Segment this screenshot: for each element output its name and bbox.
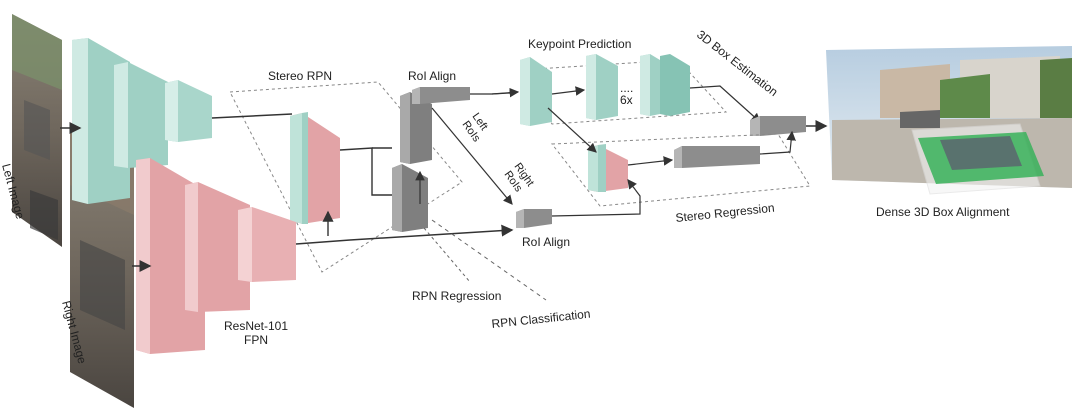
keypoint-label: Keypoint Prediction: [528, 37, 631, 51]
rpn-regression-block: [400, 92, 432, 164]
dense-alignment-label: Dense 3D Box Alignment: [876, 205, 1010, 219]
right-backbone: [136, 158, 296, 354]
roi-align-top-block: [412, 87, 470, 104]
backbone-label-line1: ResNet-101: [224, 319, 288, 333]
left-backbone: [72, 38, 212, 204]
roi-align-top-label: RoI Align: [408, 69, 456, 83]
stereo-regression-region: [551, 133, 811, 207]
keypoint-block-2: [586, 54, 618, 120]
dense-alignment-image: [826, 46, 1072, 195]
keypoint-block-1: [520, 57, 552, 126]
ellipsis-label: ....: [620, 81, 633, 95]
rpn-regression-label: RPN Regression: [412, 289, 501, 303]
backbone-label-line2: FPN: [244, 333, 268, 347]
left-input-image: [12, 14, 62, 247]
aligned-car-boxes: [911, 123, 1044, 195]
rpn-classification-label: RPN Classification: [491, 307, 591, 331]
roi-align-bottom-label: RoI Align: [522, 235, 570, 249]
keypoint-region: [519, 59, 728, 125]
roi-align-bottom-block: [516, 209, 552, 228]
stereo-rpn-label: Stereo RPN: [268, 69, 332, 83]
keypoint-block-3: [640, 54, 690, 116]
stereo-regression-label: Stereo Regression: [675, 201, 775, 225]
rpn-feature-block: [290, 112, 340, 224]
box-estimation-block: [750, 116, 806, 136]
repeat-label: 6x: [620, 93, 633, 107]
stereo-regression-block: [674, 146, 760, 168]
rpn-classification-block: [392, 164, 428, 232]
stereo-regression-feature: [588, 144, 628, 192]
box-estimation-label: 3D Box Estimation: [694, 27, 780, 99]
